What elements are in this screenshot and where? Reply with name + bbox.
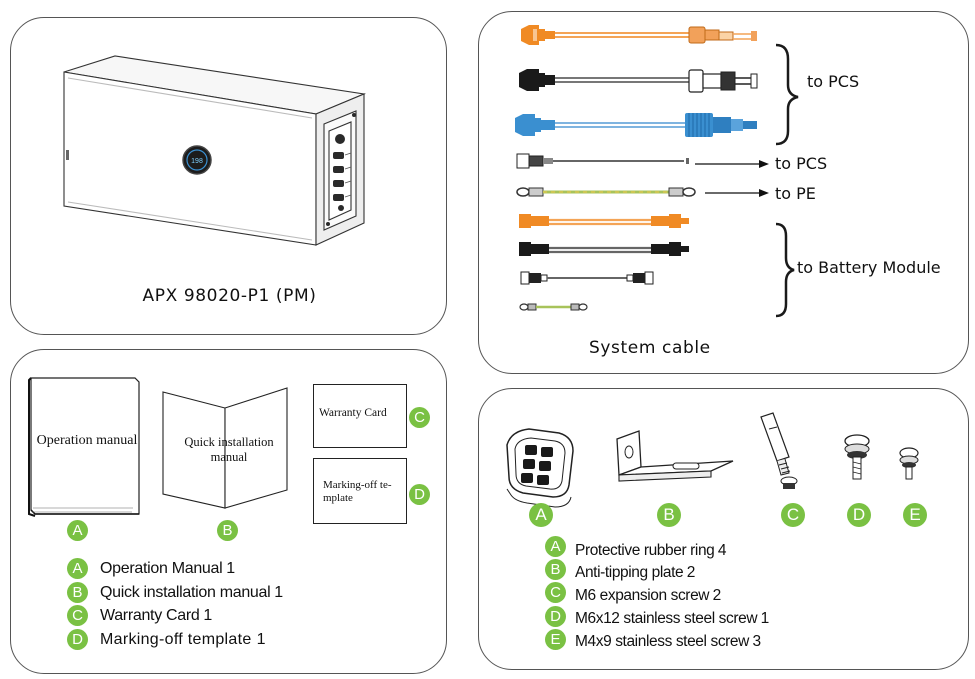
product-panel: 198 APX 98020-P1 (PM) — [10, 17, 447, 335]
orange-battery-cable — [519, 214, 689, 228]
system-cable-panel: to PCS to PCS to PE to Battery Module Sy… — [478, 11, 969, 374]
legend-marking-template: Marking-off template 1 — [100, 630, 266, 649]
to-pe-label: to PE — [775, 184, 816, 203]
legend-expansion-screw: M6 expansion screw 2 — [575, 586, 721, 605]
legend-badge-b: B — [67, 582, 88, 603]
acc-legend-badge-c: C — [545, 582, 566, 603]
black-battery-cable — [519, 242, 689, 256]
anti-tipping-plate-icon — [617, 431, 733, 481]
operation-manual-title: Operation manual — [33, 433, 141, 449]
legend-badge-a: A — [67, 558, 88, 579]
acc-legend-badge-d: D — [545, 606, 566, 627]
acc-badge-e: E — [903, 503, 927, 527]
acc-badge-a: A — [529, 503, 553, 527]
pcs-comm-cable — [517, 154, 769, 168]
legend-m4x9-screw: M4x9 stainless steel screw 3 — [575, 632, 761, 651]
acc-legend-badge-a: A — [545, 536, 566, 557]
battery-ground-cable — [520, 304, 587, 310]
doc-badge-b: B — [217, 520, 238, 541]
acc-badge-c: C — [781, 503, 805, 527]
pe-cable — [517, 188, 769, 197]
cable-illustrations — [479, 12, 970, 375]
to-pcs-label-2: to PCS — [775, 154, 827, 173]
m6x12-screw-icon — [845, 435, 869, 479]
product-model-label: APX 98020-P1 (PM) — [11, 286, 448, 306]
black-pcs-cable — [519, 69, 757, 92]
marking-template-title: Marking-off te- mplate — [323, 479, 392, 505]
display-readout: 198 — [191, 158, 203, 165]
legend-badge-d: D — [67, 629, 88, 650]
legend-badge-c: C — [67, 605, 88, 626]
legend-m6x12-screw: M6x12 stainless steel screw 1 — [575, 609, 769, 628]
acc-badge-d: D — [847, 503, 871, 527]
orange-pcs-cable — [521, 25, 757, 45]
rubber-ring-icon — [507, 429, 573, 507]
blue-pcs-cable — [515, 113, 757, 137]
to-battery-label: to Battery Module — [797, 258, 941, 277]
quick-install-title: Quick installation manual — [179, 435, 279, 465]
legend-quick-install: Quick installation manual 1 — [100, 583, 283, 602]
battery-comm-cable — [521, 272, 653, 284]
acc-legend-badge-b: B — [545, 559, 566, 580]
legend-operation-manual: Operation Manual 1 — [100, 559, 235, 578]
legend-warranty-card: Warranty Card 1 — [100, 606, 212, 625]
acc-badge-b: B — [657, 503, 681, 527]
doc-badge-c: C — [409, 407, 430, 428]
legend-rubber-ring: Protective rubber ring 4 — [575, 541, 726, 560]
accessories-panel: A B C D E A Protective rubber ring 4 B … — [478, 388, 969, 670]
system-cable-caption: System cable — [589, 338, 711, 358]
to-pcs-label-1: to PCS — [807, 72, 859, 91]
warranty-card-title: Warranty Card — [319, 407, 387, 419]
legend-anti-tipping: Anti-tipping plate 2 — [575, 563, 695, 582]
doc-badge-d: D — [409, 484, 430, 505]
acc-legend-badge-e: E — [545, 629, 566, 650]
documents-panel: Operation manual Quick installation manu… — [10, 349, 447, 674]
expansion-screw-icon — [761, 413, 797, 489]
m4x9-screw-icon — [900, 448, 918, 479]
doc-badge-a: A — [67, 520, 88, 541]
